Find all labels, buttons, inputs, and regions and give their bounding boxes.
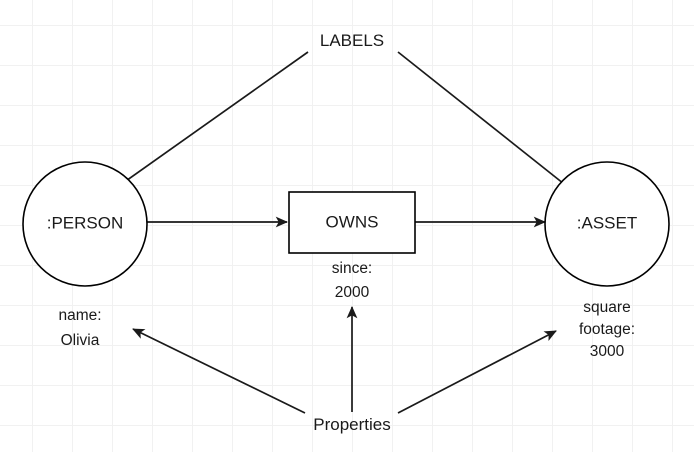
properties-to-person-property-arrow bbox=[132, 328, 306, 414]
properties-title: Properties bbox=[313, 415, 390, 434]
asset-property-line-2: footage: bbox=[579, 321, 635, 338]
node-person-label: :PERSON bbox=[47, 213, 124, 232]
node-person-circle[interactable] bbox=[22, 161, 148, 287]
node-asset-label: :ASSET bbox=[577, 213, 637, 232]
relationship-property-line-1: since: bbox=[332, 260, 373, 277]
relationship-owns-box[interactable] bbox=[288, 191, 416, 254]
labels-to-asset-arrow bbox=[397, 51, 589, 204]
node-asset-circle[interactable] bbox=[544, 161, 670, 287]
asset-property-line-1: square bbox=[583, 299, 630, 316]
relationship-owns-label: OWNS bbox=[326, 212, 379, 231]
person-property-line-2: Olivia bbox=[61, 332, 100, 349]
person-property-line-1: name: bbox=[58, 307, 101, 324]
relationship-property-line-2: 2000 bbox=[335, 284, 370, 301]
properties-to-asset-property-arrow bbox=[397, 330, 557, 414]
asset-property-line-3: 3000 bbox=[590, 343, 625, 360]
labels-to-person-arrow bbox=[98, 51, 309, 201]
labels-title: LABELS bbox=[320, 31, 384, 50]
